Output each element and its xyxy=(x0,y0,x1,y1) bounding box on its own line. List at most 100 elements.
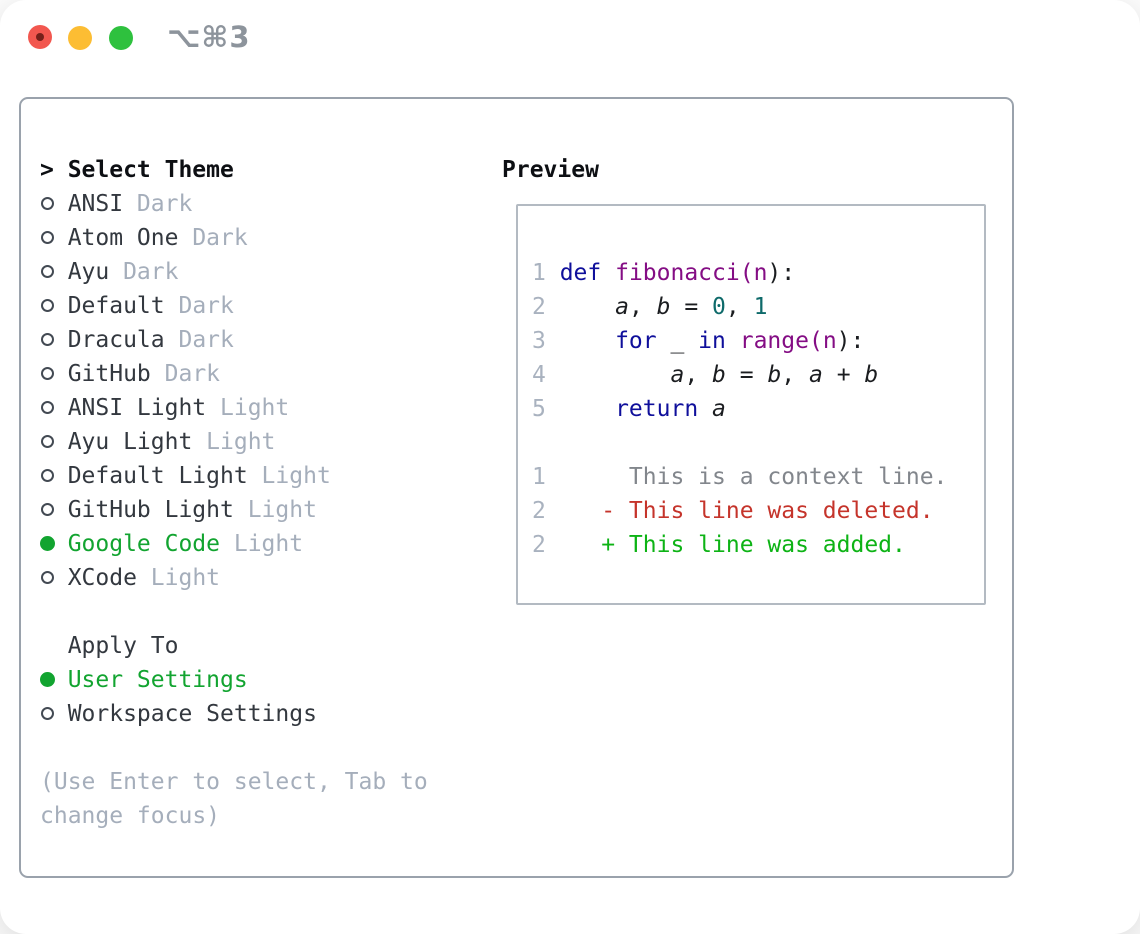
theme-option-github-light[interactable]: GitHub Light Light xyxy=(40,493,428,527)
hint-line-2: change focus) xyxy=(40,803,221,829)
code-token-ctx: This is a context line. xyxy=(559,464,948,490)
option-label: Ayu Light xyxy=(67,429,193,455)
theme-option-xcode[interactable]: XCode Light xyxy=(40,561,428,595)
prompt-caret: > xyxy=(40,157,54,183)
radio-unselected-icon xyxy=(40,255,68,289)
code-token-var: a xyxy=(809,362,823,388)
theme-variant-label: Light xyxy=(136,565,221,591)
code-line: 1 This is a context line. xyxy=(532,460,984,494)
hint-line-1: (Use Enter to select, Tab to xyxy=(40,769,428,795)
line-number: 2 xyxy=(532,294,546,320)
theme-option-github[interactable]: GitHub Dark xyxy=(40,357,428,391)
line-number: 2 xyxy=(532,532,546,558)
option-label: Ayu xyxy=(67,259,110,285)
code-token-var: b xyxy=(864,362,879,388)
code-token-var: a xyxy=(615,294,629,320)
code-token-pl: , xyxy=(684,362,713,388)
code-token-kw: for xyxy=(615,328,657,354)
radio-unselected-icon xyxy=(40,425,68,459)
theme-variant-label: Dark xyxy=(178,225,248,251)
code-token-pl: _ xyxy=(656,328,699,354)
option-label: GitHub xyxy=(67,361,151,387)
radio-unselected-icon xyxy=(40,357,68,391)
radio-selected-icon xyxy=(40,527,68,561)
code-token-pl: + xyxy=(822,362,865,388)
theme-option-default-light[interactable]: Default Light Light xyxy=(40,459,428,493)
maximize-button[interactable] xyxy=(109,26,133,50)
code-token-var: a xyxy=(670,362,685,388)
option-label: Dracula xyxy=(67,327,165,353)
apply-option-workspace-settings[interactable]: Workspace Settings xyxy=(40,697,428,731)
select-theme-header: > Select Theme xyxy=(40,153,428,187)
option-label: Google Code xyxy=(67,531,221,557)
code-token-pl: , xyxy=(781,362,809,388)
radio-unselected-icon xyxy=(40,221,68,255)
theme-option-dracula[interactable]: Dracula Dark xyxy=(40,323,428,357)
keyboard-hint: (Use Enter to select, Tab to change focu… xyxy=(40,765,428,833)
code-token-kw: return xyxy=(615,396,699,422)
code-token-del: - This line was deleted. xyxy=(559,498,934,524)
apply-option-user-settings[interactable]: User Settings xyxy=(40,663,428,697)
line-number: 3 xyxy=(532,328,546,354)
code-token-var: a xyxy=(712,396,726,422)
line-number: 1 xyxy=(532,464,546,490)
code-line: 2 a, b = 0, 1 xyxy=(532,290,984,324)
code-token-pl xyxy=(560,294,615,320)
code-line: 4 a, b = b, a + b xyxy=(532,358,984,392)
code-line: 3 for _ in range(n): xyxy=(532,324,984,358)
theme-option-ayu[interactable]: Ayu Dark xyxy=(40,255,428,289)
theme-variant-label: Light xyxy=(220,531,304,557)
code-token-var: b xyxy=(656,294,671,320)
theme-option-ayu-light[interactable]: Ayu Light Light xyxy=(40,425,428,459)
option-label: Default xyxy=(67,293,165,319)
code-token-var: b xyxy=(767,362,782,388)
radio-unselected-icon xyxy=(40,289,68,323)
radio-selected-icon xyxy=(40,663,68,697)
code-token-pl xyxy=(698,396,712,422)
code-token-pl xyxy=(601,260,615,286)
theme-option-atom-one[interactable]: Atom One Dark xyxy=(40,221,428,255)
option-label: ANSI Light xyxy=(67,395,207,421)
radio-unselected-icon xyxy=(40,697,68,731)
close-button-dot xyxy=(36,33,44,41)
code-token-fn: range(n xyxy=(739,328,837,354)
code-token-lit: 0 xyxy=(712,294,726,320)
code-line: 2 - This line was deleted. xyxy=(532,494,984,528)
line-number: 2 xyxy=(532,498,546,524)
theme-option-google-code[interactable]: Google Code Light xyxy=(40,527,428,561)
code-token-pl: ): xyxy=(836,328,865,354)
code-token-pl xyxy=(726,328,740,354)
close-button[interactable] xyxy=(28,25,52,49)
code-token-fn: fibonacci(n xyxy=(615,260,768,286)
code-line: 2 + This line was added. xyxy=(532,528,984,562)
theme-variant-label: Dark xyxy=(164,293,234,319)
theme-variant-label: Dark xyxy=(150,361,221,387)
theme-option-default[interactable]: Default Dark xyxy=(40,289,428,323)
line-number: 1 xyxy=(532,260,546,286)
code-line: 5 return a xyxy=(532,392,984,426)
theme-variant-label: Light xyxy=(206,395,290,421)
radio-unselected-icon xyxy=(40,459,68,493)
code-token-lit: 1 xyxy=(753,294,768,320)
option-label: User Settings xyxy=(67,667,248,693)
code-token-pl xyxy=(560,396,615,422)
select-theme-title: Select Theme xyxy=(67,157,234,183)
code-token-var: b xyxy=(712,362,726,388)
minimize-button[interactable] xyxy=(68,26,92,50)
apply-to-label: Apply To xyxy=(67,633,179,659)
code-token-add: + This line was added. xyxy=(559,532,906,558)
theme-option-ansi-light[interactable]: ANSI Light Light xyxy=(40,391,428,425)
option-label: XCode xyxy=(67,565,137,591)
option-label: Atom One xyxy=(67,225,179,251)
code-token-pl: = xyxy=(725,362,768,388)
theme-option-ansi[interactable]: ANSI Dark xyxy=(40,187,428,221)
preview-title: Preview xyxy=(502,157,599,183)
radio-unselected-icon xyxy=(40,561,68,595)
titlebar: ⌥⌘3 xyxy=(0,0,1140,70)
